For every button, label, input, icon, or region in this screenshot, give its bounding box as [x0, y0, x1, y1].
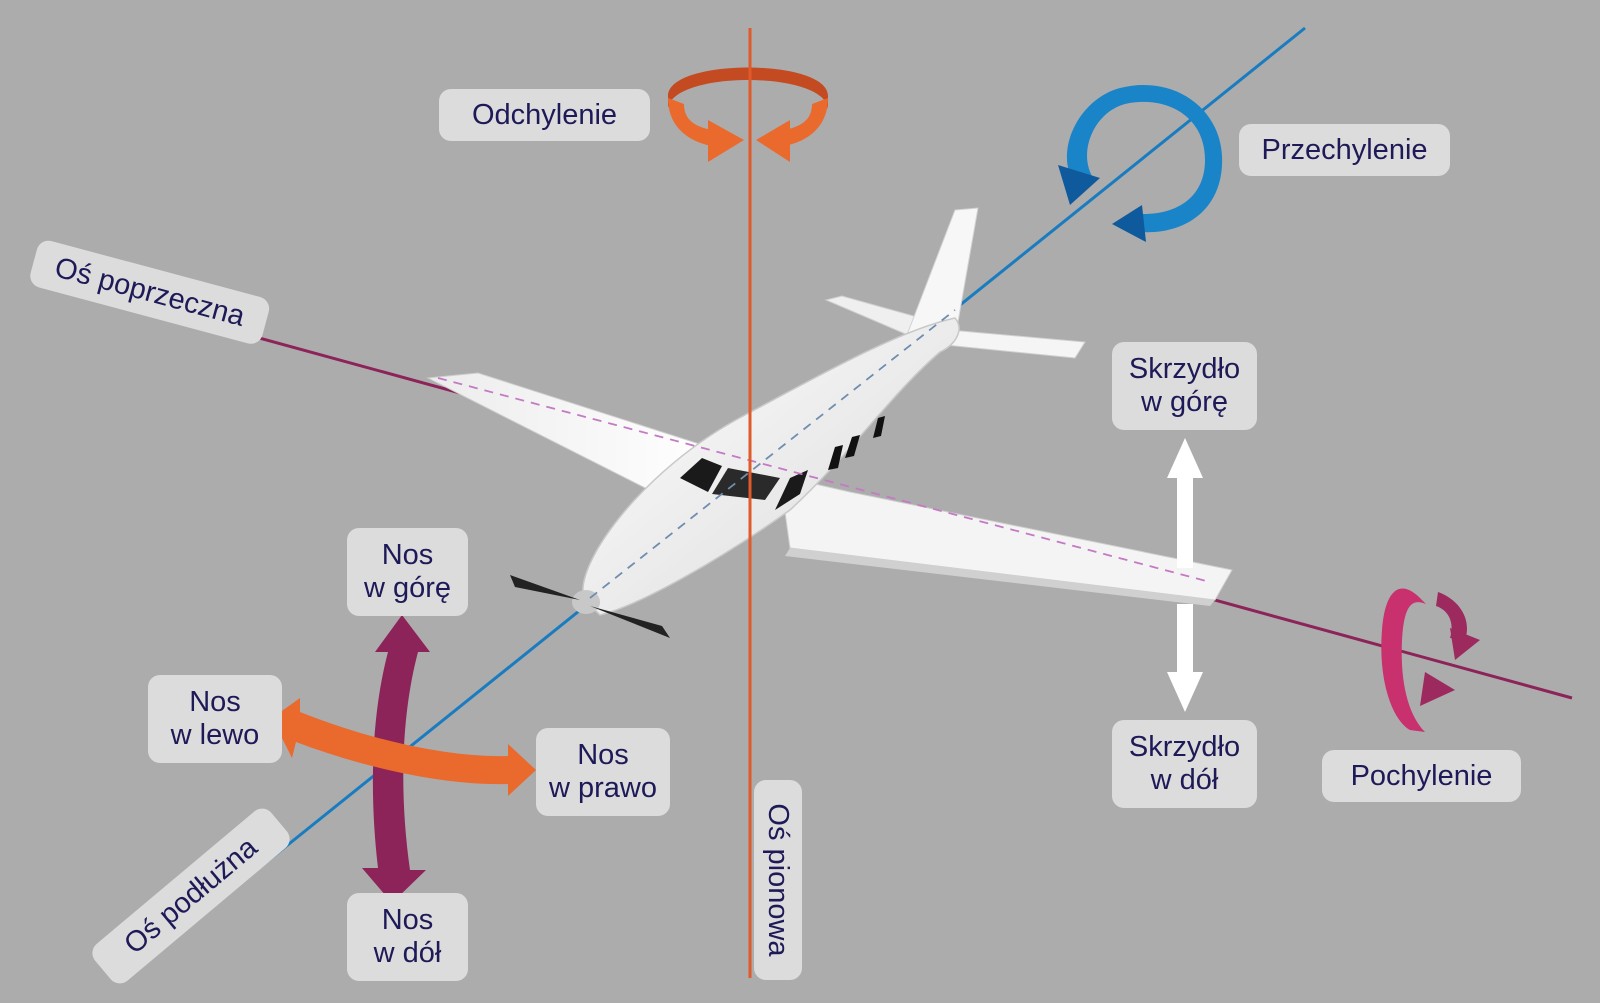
label-vertical-axis-text: Oś pionowa	[762, 803, 795, 957]
label-yaw: Odchylenie	[439, 89, 650, 141]
label-nose-right: Nos w prawo	[536, 728, 670, 816]
label-yaw-text: Odchylenie	[471, 98, 618, 131]
label-nose-down-line1: Nos	[381, 904, 434, 936]
label-pitch: Pochylenie	[1322, 750, 1521, 802]
label-nose-right-line2: w prawo	[549, 772, 657, 804]
label-nose-up-line2: w górę	[363, 572, 452, 604]
label-vertical-axis: Oś pionowa	[754, 780, 802, 980]
label-nose-right-line1: Nos	[577, 739, 629, 771]
label-wing-down: Skrzydło w dół	[1112, 720, 1257, 808]
label-roll-text: Przechylenie	[1261, 133, 1428, 166]
label-wing-down-line2: w dół	[1150, 764, 1219, 796]
yaw-rotation-arrow	[668, 98, 828, 162]
label-nose-left-line2: w lewo	[170, 719, 260, 751]
label-nose-down-line2: w dół	[373, 937, 442, 969]
yaw-arrow-back	[668, 67, 828, 110]
label-wing-up-line2: w górę	[1140, 386, 1229, 418]
nose-leftright-arrow	[272, 698, 536, 796]
label-wing-up: Skrzydło w górę	[1112, 342, 1257, 430]
label-nose-left: Nos w lewo	[148, 675, 282, 763]
label-nose-left-line1: Nos	[189, 686, 241, 718]
wing-updown-arrows	[1167, 438, 1203, 712]
label-nose-down: Nos w dół	[347, 893, 468, 981]
pitch-rotation-arrow	[1381, 588, 1480, 732]
label-roll: Przechylenie	[1239, 124, 1450, 176]
label-wing-up-line1: Skrzydło	[1128, 353, 1241, 385]
label-wing-down-line1: Skrzydło	[1128, 731, 1241, 763]
airplane-illustration	[426, 207, 1233, 638]
label-nose-up-line1: Nos	[381, 539, 434, 571]
label-nose-up: Nos w górę	[347, 528, 468, 616]
roll-rotation-arrow	[1058, 84, 1223, 242]
label-pitch-text: Pochylenie	[1350, 759, 1493, 792]
